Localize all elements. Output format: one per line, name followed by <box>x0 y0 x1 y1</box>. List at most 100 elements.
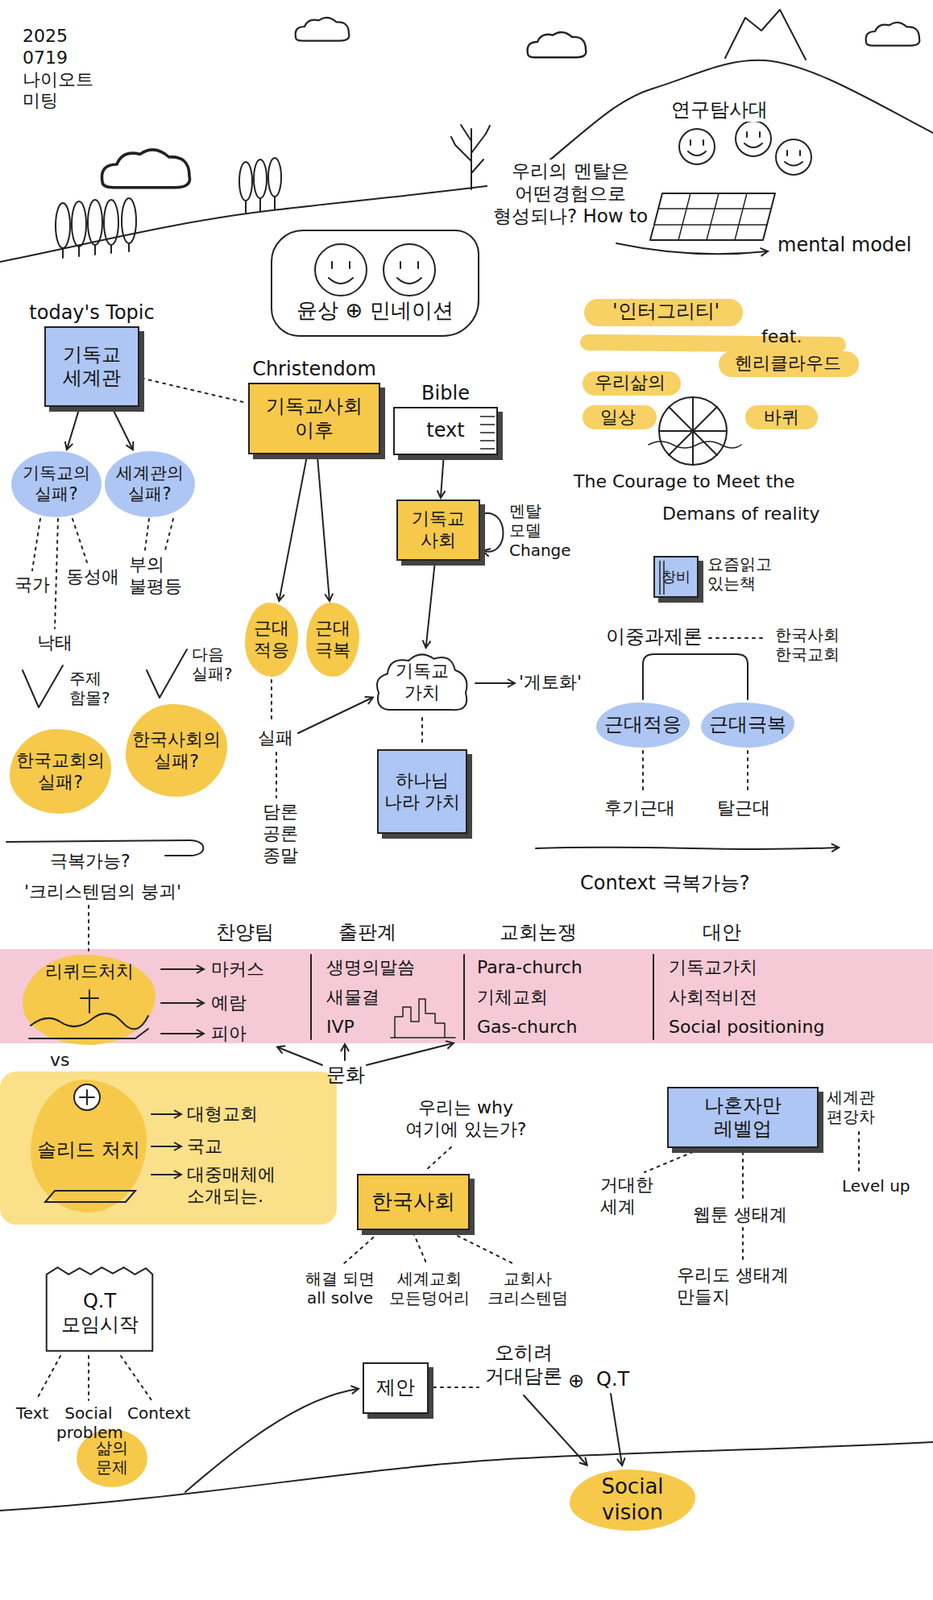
note-label: 대중매체에 소개되는. <box>186 1164 328 1208</box>
tree <box>71 201 87 247</box>
arrow <box>161 1002 204 1004</box>
connector <box>317 456 330 601</box>
node-text: Social vision <box>574 1474 691 1526</box>
node-text: 한국사회 <box>371 1189 456 1215</box>
wavy-line <box>648 441 742 448</box>
node-box: 기독교의 실패? <box>11 451 102 518</box>
note-label: 삶의 문제 <box>87 1438 137 1478</box>
note-label: 부의 불평등 <box>128 554 194 598</box>
note-label: 마커스 <box>211 958 265 981</box>
node-heading: Christendom <box>252 357 377 382</box>
note-label: 교회사 크리스텐덤 <box>479 1268 577 1309</box>
page-lines <box>480 416 495 449</box>
field <box>650 193 776 241</box>
node-text: 나혼자만 레벨업 <box>673 1094 813 1142</box>
note-label: 출판계 <box>338 920 397 945</box>
platform <box>45 1190 136 1203</box>
dotted-line <box>413 1232 428 1265</box>
loop-arrow <box>481 513 504 552</box>
node-text: 근대극복 <box>709 713 787 737</box>
note-label: 세계관 편강차 <box>826 1087 892 1128</box>
note-label: '게토화' <box>518 671 582 694</box>
note-label: 오히려 거대담론 <box>483 1341 564 1390</box>
check-mark <box>22 665 63 708</box>
dotted-line <box>145 518 150 551</box>
node-text: 한국교회의 실패? <box>14 750 107 794</box>
dotted-line <box>451 1232 516 1265</box>
face <box>775 139 812 175</box>
dotted-line <box>270 680 273 724</box>
note-label: 대형교회 <box>186 1103 258 1126</box>
field-lines <box>654 193 772 241</box>
dotted-line <box>742 1227 744 1262</box>
column-separators <box>311 954 654 1040</box>
note-label: 웹툰 생태계 <box>692 1204 788 1227</box>
dotted-line <box>87 1355 90 1401</box>
node-text: Q.T 모임시작 <box>49 1289 150 1338</box>
node-text: 근대 극복 <box>311 617 355 662</box>
note-label: 주제 함몰? <box>69 668 117 709</box>
connector <box>66 409 79 449</box>
arrow <box>610 1393 622 1465</box>
node-box: 한국교회의 실패? <box>9 729 112 814</box>
wheel-rim <box>659 397 727 465</box>
note-label: 바퀴 <box>763 406 800 429</box>
note-label: 우리의 멘탈은 어떤경험으로 형성되나? How to <box>487 159 654 228</box>
arrow <box>161 1032 204 1035</box>
node-box: 한국사회의 실패? <box>125 704 228 797</box>
note-label: 담론 공론 종말 <box>262 801 305 867</box>
cross-circle <box>74 1084 100 1111</box>
note-label: feat. <box>761 326 802 349</box>
note-label: 피아 <box>211 1023 247 1045</box>
cloud-outline <box>377 654 467 710</box>
dotted-line <box>72 518 88 563</box>
wheel <box>648 397 742 465</box>
connector <box>440 457 444 498</box>
note-label: 일상 <box>600 406 636 429</box>
connector <box>426 563 436 647</box>
note-label: 예람 <box>211 992 247 1015</box>
dotted-line <box>54 518 59 629</box>
dotted-line <box>858 1132 860 1173</box>
platform <box>29 1028 149 1039</box>
line-art <box>0 9 933 1511</box>
dotted-line <box>32 518 41 571</box>
node-text: 기독교 사회 <box>402 508 474 552</box>
arrow <box>344 1044 346 1061</box>
node-text: 하나님 나라 가치 <box>383 770 461 814</box>
note-label: 다음 실패? <box>191 644 242 685</box>
node-text: 근대적응 <box>604 713 682 737</box>
dotted-line <box>425 1147 452 1171</box>
node-box: 창비 <box>653 555 699 598</box>
node-heading: today's Topic <box>29 301 154 325</box>
dotted-line <box>165 518 174 551</box>
note-label: 요즘읽고 있는책 <box>707 554 788 594</box>
dotted-line <box>433 1386 479 1389</box>
node-box: 근대극복 <box>700 702 795 748</box>
note-label: 우리삶의 <box>594 372 666 394</box>
note-label: vs <box>49 1049 70 1072</box>
node-text: text <box>426 418 465 443</box>
wave <box>30 1013 149 1029</box>
dotted-line <box>120 1355 152 1401</box>
note-label: Gas-church <box>476 1016 578 1039</box>
paper-outline <box>46 1267 154 1352</box>
node-text: 솔리드 처치 <box>37 1138 141 1162</box>
node-box: 솔리드 처치 <box>30 1079 147 1213</box>
liquid-church-picture <box>29 990 149 1039</box>
note-label: 찬양팀 <box>215 920 274 945</box>
note-label: 거대한 세계 <box>600 1174 661 1219</box>
node-box: 제안 <box>362 1362 429 1415</box>
note-label: 멘탈 모델 Change <box>509 501 574 560</box>
note-label: 기독교가치 <box>668 957 758 979</box>
node-box: 기독교 가치 <box>373 649 471 716</box>
note-label: 대안 <box>702 920 742 945</box>
smiley-faces <box>679 120 812 175</box>
dotted-lines <box>32 518 859 1401</box>
tree <box>55 203 71 249</box>
dotted-line <box>275 752 278 798</box>
tree <box>121 198 137 244</box>
cross <box>80 990 99 1013</box>
note-label: 낙태 <box>37 632 73 655</box>
